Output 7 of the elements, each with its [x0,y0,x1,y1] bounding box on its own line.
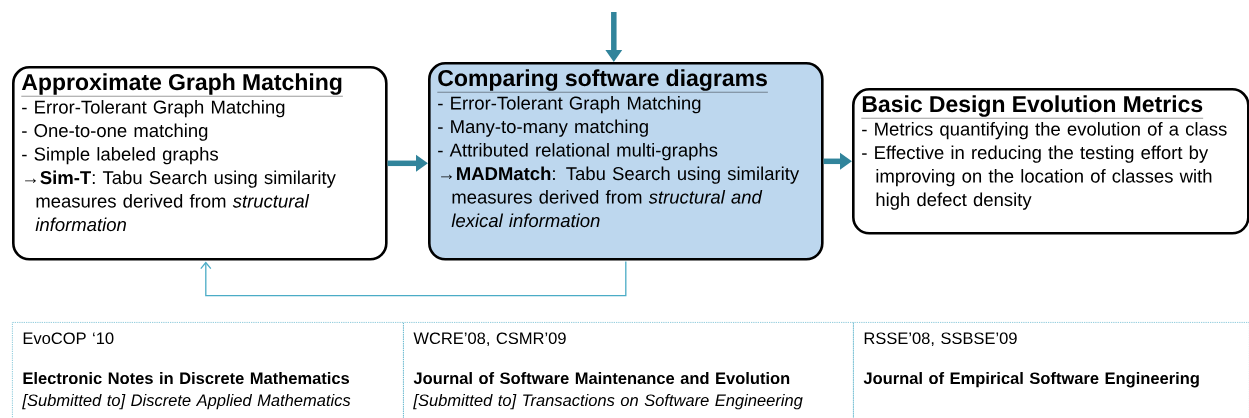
process-box: Comparing software diagrams - Error-Tolerant Graph Matching - Many-to-many matching - Attributed relational multi-graphs →MADMatch: Tabu Search using similarity measures derived from structural and lexical information [428,62,824,261]
table-cell: WCRE’08, CSMR’09 Journal of Software Maintenance and Evolution [Submitted to] Transactions on Software Engineering [403,322,854,418]
table-cell: RSSE’08, SSBSE’09 Journal of Empirical Software Engineering [853,322,1249,418]
process-box: Approximate Graph Matching - Error-Tolerant Graph Matching - One-to-one matching - Simple labeled graphs →Sim-T: Tabu Search using similarity measures derived from structural information [12,66,388,261]
process-box: Basic Design Evolution Metrics - Metrics quantifying the evolution of a class - Effective in reducing the testing effort by improving on the location of classes with high defect density [852,88,1249,235]
arrow [200,260,627,297]
table-cell: EvoCOP ‘10 Electronic Notes in Discrete Mathematics [Submitted to] Discrete Applied Mathematics [12,322,404,418]
